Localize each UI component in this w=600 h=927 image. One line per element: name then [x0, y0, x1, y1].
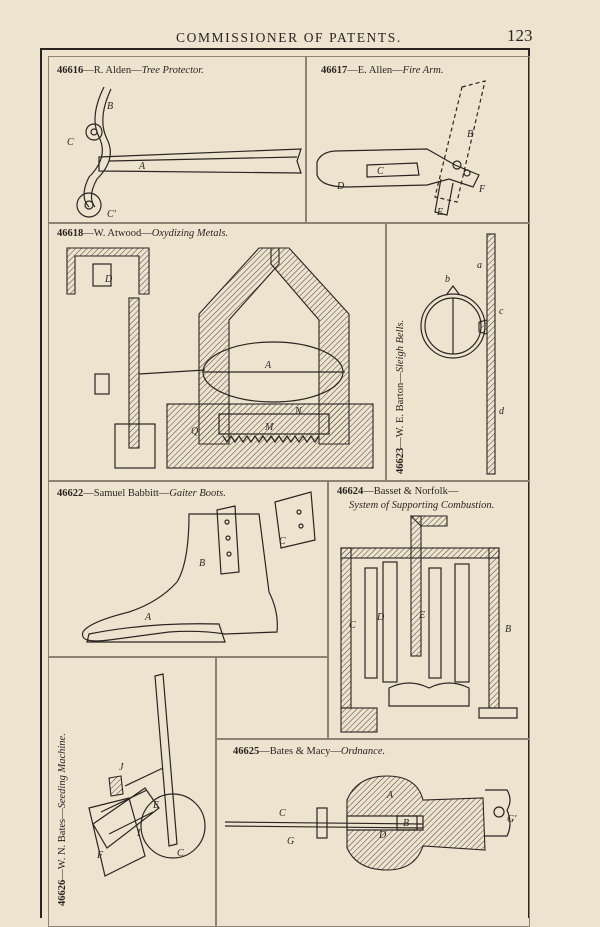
inventor: —Basset & Norfolk— — [363, 486, 459, 497]
label-b: B — [107, 101, 113, 112]
invention-title: Gaiter Boots. — [169, 488, 226, 499]
patent-number: 46618 — [57, 228, 84, 239]
figure-46624: 46624—Basset & Norfolk— System of Suppor… — [328, 481, 530, 739]
label-m: M — [264, 422, 274, 433]
invention-title: Ordnance. — [340, 746, 386, 757]
label-n: N — [294, 406, 303, 417]
label-e: E — [418, 610, 425, 621]
invention-title: Fire Arm. — [402, 65, 444, 76]
label-d: D — [376, 612, 385, 623]
page-number: 123 — [507, 26, 533, 45]
invention-title: Oxydizing Metals. — [151, 228, 229, 239]
label-q: Q — [191, 426, 199, 437]
plate-frame: 46616—R. Alden—Tree Protector. B C A C' … — [40, 48, 530, 927]
patent-number: 46622 — [57, 488, 84, 499]
caption: 46616—R. Alden—Tree Protector. — [57, 65, 204, 76]
label-f: F — [478, 184, 486, 195]
label-a: A — [386, 790, 394, 801]
label-c-prime: C' — [107, 209, 117, 220]
label-b: B — [467, 129, 473, 140]
caption: 46624—Basset & Norfolk— — [337, 486, 458, 497]
label-f: F — [96, 850, 104, 861]
page-header: COMMISSIONER OF PATENTS. 123 — [0, 24, 600, 48]
patent-number: 46616 — [57, 65, 84, 76]
label-b: B — [505, 624, 511, 635]
invention-title: Tree Protector. — [141, 65, 204, 76]
patent-number: 46624 — [337, 486, 364, 497]
inventor: —Samuel Babbitt— — [83, 488, 170, 499]
label-a: A — [144, 612, 152, 623]
label-d: D — [104, 274, 113, 285]
seeding-machine-drawing: J E I C F — [88, 673, 206, 877]
label-b: b — [445, 274, 450, 285]
label-g-prime: G' — [507, 814, 517, 825]
label-d: D — [336, 181, 345, 192]
label-e: E — [436, 207, 443, 218]
label-c: C — [377, 166, 384, 177]
patent-number: 46625 — [233, 746, 260, 757]
caption: 46625—Bates & Macy—Ordnance. — [233, 746, 385, 757]
label-g: G — [287, 836, 294, 847]
tree-protector-drawing: B C A C' — [67, 86, 302, 220]
label-c: C — [349, 620, 356, 631]
figure-46617: 46617—E. Allen—Fire Arm. B C D E F — [306, 56, 530, 223]
figure-46618: 46618—W. Atwood—Oxydizing Metals. D A N … — [48, 223, 386, 481]
invention-title: System of Supporting Combustion. — [349, 500, 495, 511]
label-d: D — [378, 830, 387, 841]
caption: 46618—W. Atwood—Oxydizing Metals. — [57, 228, 228, 239]
inventor: —E. Allen— — [347, 65, 403, 76]
inventor: —W. Atwood— — [83, 228, 152, 239]
label-e: E — [152, 800, 159, 811]
patent-number: 46617 — [321, 65, 348, 76]
caption: 46622—Samuel Babbitt—Gaiter Boots. — [57, 488, 226, 499]
label-i: I — [136, 828, 141, 839]
gaiter-boot-drawing: B C A — [81, 491, 316, 643]
inventor: —R. Alden— — [83, 65, 142, 76]
figure-46616: 46616—R. Alden—Tree Protector. B C A C' — [48, 56, 306, 223]
label-c: C — [279, 808, 286, 819]
combustion-apparatus-drawing: C D E B — [340, 515, 518, 733]
caption: 46617—E. Allen—Fire Arm. — [321, 65, 444, 76]
label-a: a — [477, 260, 482, 271]
caption-title: System of Supporting Combustion. — [349, 500, 494, 511]
ordnance-drawing: A B C D G G' — [224, 775, 517, 871]
label-d: d — [499, 406, 505, 417]
label-b: B — [199, 558, 205, 569]
label-a: A — [138, 161, 146, 172]
label-c: C — [67, 137, 74, 148]
sleigh-bells-drawing: a b c d — [420, 233, 505, 475]
label-b: B — [403, 818, 409, 829]
figure-46625: 46625—Bates & Macy—Ordnance. A B C D G G… — [216, 739, 530, 927]
figure-46626: 46626—W. N. Bates—Seeding Machine. J E I… — [48, 657, 216, 927]
inventor: —Bates & Macy— — [259, 746, 341, 757]
fire-arm-drawing: B C D E F — [316, 80, 486, 218]
label-a: A — [264, 360, 272, 371]
label-j: J — [119, 762, 124, 773]
running-title: COMMISSIONER OF PATENTS. — [176, 30, 402, 45]
label-c: C — [279, 536, 286, 547]
label-c: C — [177, 848, 184, 859]
figure-46623: 46623—W. E. Barton—Sleigh Bells. a b c d — [386, 223, 530, 481]
oxydizing-furnace-drawing: D A N M Q — [66, 247, 374, 469]
figure-46622: 46622—Samuel Babbitt—Gaiter Boots. B C A — [48, 481, 328, 657]
blank-panel — [216, 657, 328, 739]
label-c: c — [499, 306, 504, 317]
